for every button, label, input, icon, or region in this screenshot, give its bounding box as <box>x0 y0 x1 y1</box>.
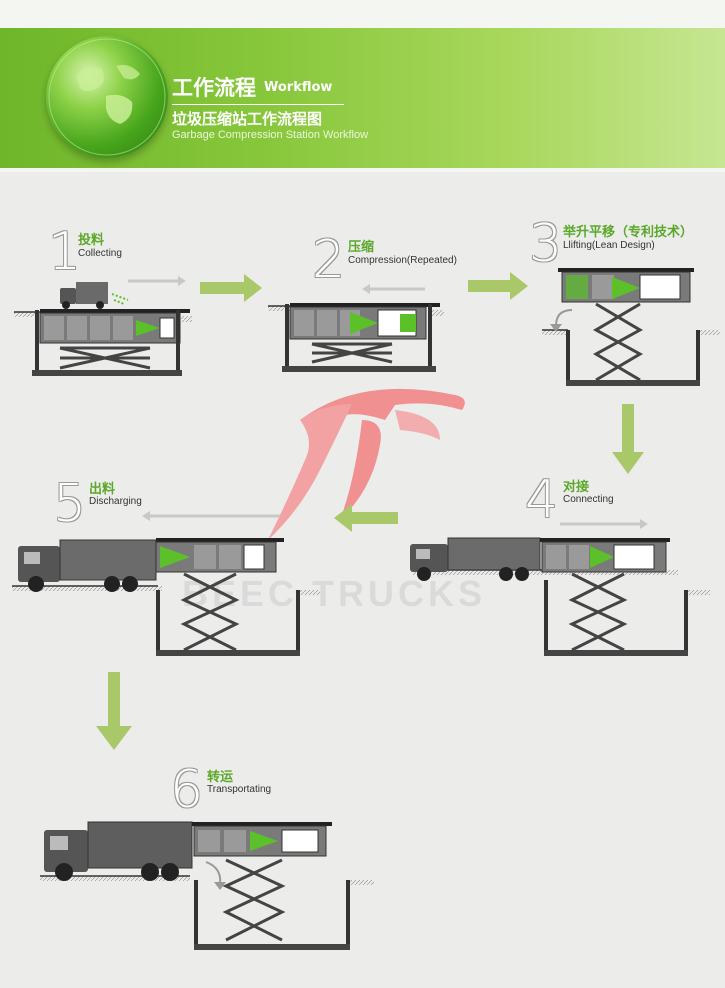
page-title-cn: 工作流程 <box>172 76 256 100</box>
step-6-title-cn: 转运 <box>207 770 234 785</box>
step-2-number: 2 <box>312 230 346 290</box>
step-6-number: 6 <box>170 760 204 820</box>
step-3-number: 3 <box>529 214 563 274</box>
flow-arrow-2-to-3 <box>468 272 528 300</box>
step-3-title-en: Llifting(Lean Design) <box>563 240 655 251</box>
page-subtitle-en: Garbage Compression Station Workflow <box>172 129 369 141</box>
step-6-title-en: Transportating <box>207 784 272 795</box>
step-2-scene <box>268 284 444 372</box>
step-5-title-en: Discharging <box>89 496 142 507</box>
step-5-scene <box>12 511 320 656</box>
header: 工作流程 Workflow 垃圾压缩站工作流程图 Garbage Compres… <box>0 0 725 172</box>
watermark-text: BEEC TRUCKS <box>182 573 486 614</box>
globe-icon <box>46 36 168 158</box>
step-5-number: 5 <box>53 474 87 534</box>
title-divider <box>172 104 344 105</box>
flow-arrow-4-to-5 <box>334 504 398 532</box>
step-4-title-cn: 对接 <box>563 480 590 495</box>
step-2-title-cn: 压缩 <box>348 240 375 255</box>
page-title-en: Workflow <box>264 80 333 95</box>
step-6-scene <box>40 821 374 950</box>
step-3-title-cn: 举升平移（专利技术） <box>563 225 694 240</box>
workflow-diagram: BEEC TRUCKS <box>12 268 720 950</box>
step-3-scene <box>542 268 720 386</box>
brand-logo-watermark <box>268 388 465 540</box>
flow-arrow-5-to-6 <box>96 672 132 750</box>
step-1-title-en: Collecting <box>78 248 122 259</box>
step-5-title-cn: 出料 <box>89 482 116 497</box>
step-2-title-en: Compression(Repeated) <box>348 255 457 266</box>
step-4-number: 4 <box>525 470 559 530</box>
step-4-scene <box>410 519 710 656</box>
page-subtitle-cn: 垃圾压缩站工作流程图 <box>172 110 323 128</box>
step-4-title-en: Connecting <box>563 494 614 505</box>
step-1-title-cn: 投料 <box>78 233 105 248</box>
step-1-number: 1 <box>48 222 82 282</box>
step-1-scene <box>14 276 192 376</box>
flow-arrow-3-to-4 <box>612 404 644 474</box>
flow-arrow-1-to-2 <box>200 274 262 302</box>
